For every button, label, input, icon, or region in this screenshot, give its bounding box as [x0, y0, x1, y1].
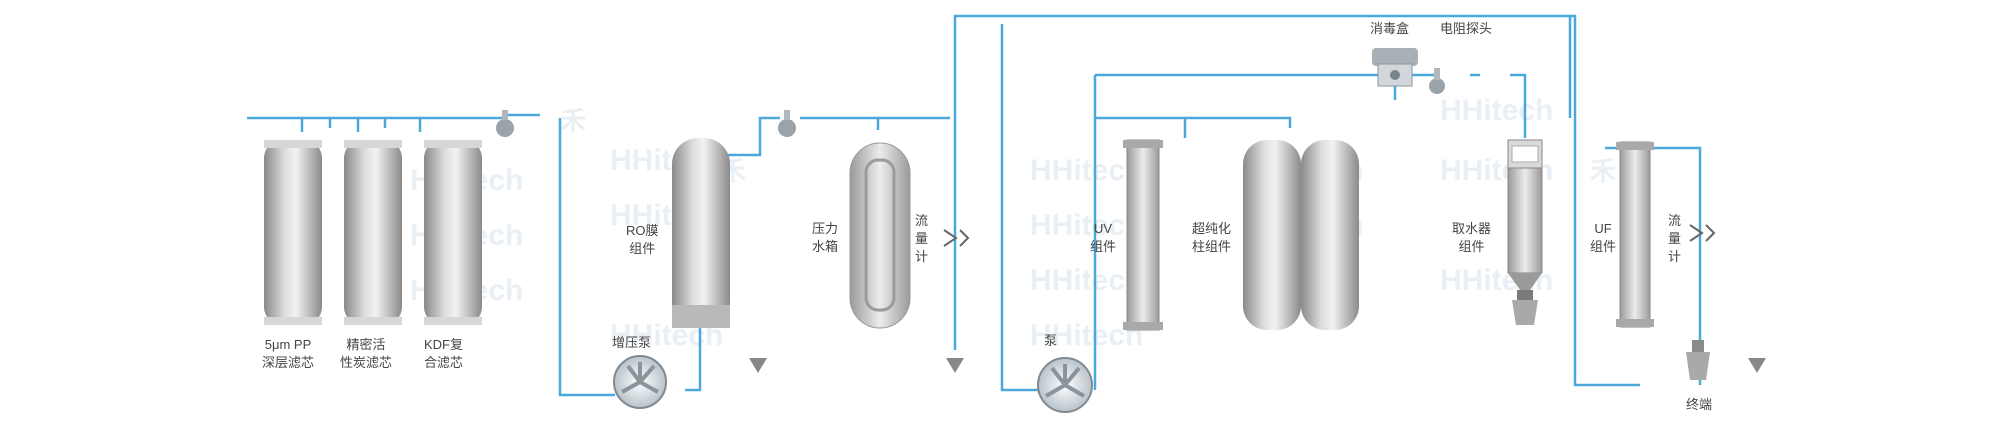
label-flowmeter-2: 流 量 计 — [1668, 212, 1681, 266]
label-kdf-filter: KDF复 合滤芯 — [424, 336, 463, 372]
label-line: 超纯化 — [1192, 221, 1232, 236]
label-line: 消毒盒 — [1370, 21, 1410, 36]
pipe-to-dispenser — [1470, 73, 1527, 138]
label-pump: 泵 — [1044, 332, 1057, 350]
label-ultrapure-column: 超纯化 柱组件 — [1192, 220, 1231, 256]
pipe-to-pump — [1000, 24, 1040, 392]
watermark-text: HHitech — [1030, 264, 1143, 297]
flowmeter-icon — [943, 229, 970, 247]
watermark-layer: HHitech HHitech HHitech HHitech HHitech … — [290, 94, 1616, 352]
label-dispenser: 取水器 组件 — [1452, 220, 1491, 256]
label-line: 合滤芯 — [424, 355, 464, 370]
label-line: 量 — [1668, 231, 1682, 246]
label-pressure-tank: 压力 水箱 — [812, 220, 838, 256]
pipe-ro-out — [728, 116, 780, 157]
pipe-to-booster — [558, 118, 615, 397]
label-line: 5μm PP — [264, 337, 312, 352]
terminal-outlet-icon — [1686, 340, 1710, 380]
label-line: 计 — [1668, 249, 1682, 264]
label-ro-membrane: RO膜 组件 — [626, 222, 659, 258]
pressure-tank-vessel — [849, 142, 911, 329]
drain-arrow-icon — [1748, 358, 1766, 373]
label-line: UV — [1093, 221, 1113, 236]
booster-pump-icon — [613, 355, 667, 409]
label-line: 流 — [915, 213, 929, 228]
label-resistivity-probe: 电阻探头 — [1440, 20, 1492, 38]
label-line: KDF复 — [424, 337, 464, 352]
label-line: 组件 — [1458, 239, 1485, 254]
watermark-text: HHitech — [1030, 209, 1143, 242]
label-line: 组件 — [629, 241, 656, 256]
label-uv-unit: UV 组件 — [1090, 220, 1116, 256]
disinfection-box-icon — [1372, 48, 1418, 87]
label-line: 压力 — [812, 221, 839, 236]
pressure-gauge-icon — [778, 110, 796, 137]
label-line: 柱组件 — [1192, 239, 1232, 254]
drain-arrow-icon — [946, 358, 964, 373]
label-booster-pump: 增压泵 — [612, 334, 651, 352]
label-line: 泵 — [1044, 333, 1058, 348]
ro-membrane-vessel — [672, 138, 730, 328]
label-line: 电阻探头 — [1440, 21, 1493, 36]
label-line: RO膜 — [626, 223, 659, 238]
label-line: 组件 — [1590, 239, 1617, 254]
label-pp-filter: 5μm PP 深层滤芯 — [262, 336, 314, 372]
pipe-network — [247, 14, 1702, 397]
watermark-text: HHitech — [1440, 94, 1553, 127]
pressure-gauge-icon — [496, 110, 514, 137]
label-flowmeter-1: 流 量 计 — [915, 212, 928, 266]
watermark-glyph: 禾 — [1590, 156, 1616, 186]
pipe-uv-column — [1093, 73, 1395, 138]
label-line: 量 — [915, 231, 929, 246]
label-line: 性炭滤芯 — [340, 355, 393, 370]
resistivity-probe-icon — [1429, 68, 1445, 94]
drain-arrow-icon — [749, 358, 767, 373]
label-line: 深层滤芯 — [262, 355, 315, 370]
label-line: UF — [1594, 221, 1612, 236]
pipe-right-loop — [1570, 14, 1640, 387]
watermark-glyph: 禾 — [560, 106, 586, 136]
pipe-booster-out — [685, 320, 702, 392]
pipe-uf — [1605, 146, 1702, 385]
label-line: 增压泵 — [612, 335, 652, 350]
label-terminal: 终端 — [1686, 396, 1712, 414]
pipe-gauge-1 — [503, 113, 540, 118]
label-line: 计 — [915, 249, 929, 264]
pipe-filter-taps — [300, 118, 422, 132]
label-uf-unit: UF 组件 — [1590, 220, 1616, 256]
dispenser-unit-vessel — [1507, 139, 1543, 325]
uv-unit-vessel — [1123, 139, 1163, 331]
filter-pp — [264, 140, 322, 325]
label-line: 取水器 — [1452, 221, 1492, 236]
label-line: 组件 — [1090, 239, 1117, 254]
label-line: 流 — [1668, 213, 1682, 228]
pump-icon — [1037, 357, 1093, 413]
ultrapure-column-vessel — [1243, 140, 1359, 330]
filter-carbon — [344, 140, 402, 325]
label-line: 水箱 — [812, 239, 839, 254]
label-carbon-filter: 精密活 性炭滤芯 — [340, 336, 392, 372]
pipe-top-loop — [953, 14, 1572, 118]
label-line: 精密活 — [346, 337, 386, 352]
flowmeter-icon — [1689, 224, 1716, 242]
label-line: 终端 — [1686, 397, 1713, 412]
label-disinfection-box: 消毒盒 — [1370, 20, 1409, 38]
filter-kdf — [424, 140, 482, 325]
watermark-text: HHitech — [1030, 154, 1143, 187]
uf-unit-vessel — [1616, 141, 1654, 328]
